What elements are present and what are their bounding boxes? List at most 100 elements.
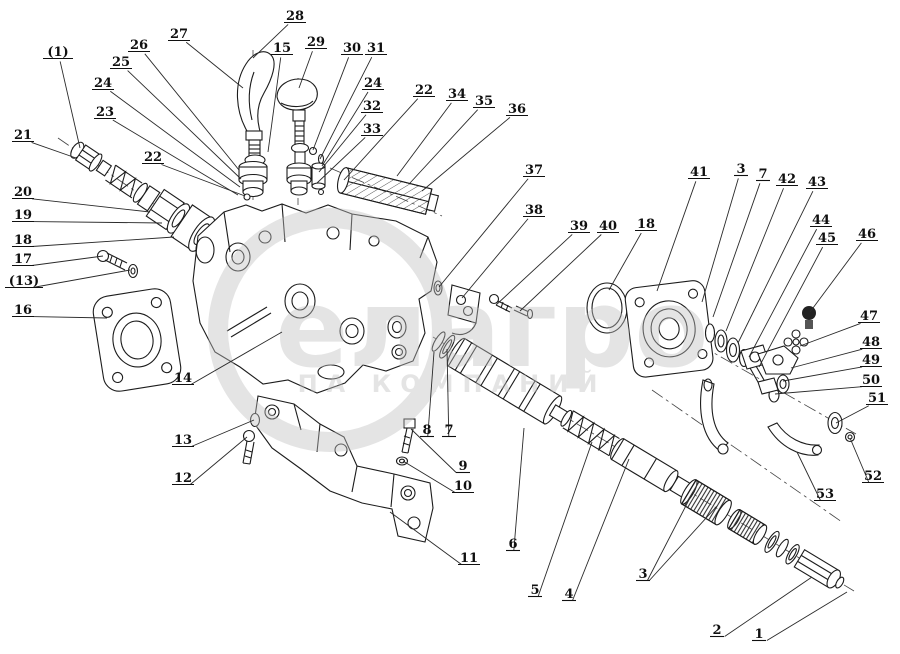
callout-39: 39 — [570, 219, 588, 234]
leader-24 — [110, 90, 241, 188]
leader-19 — [31, 221, 163, 224]
callout-51: 51 — [868, 391, 886, 406]
callout-31: 31 — [367, 41, 385, 56]
leader-24 — [321, 91, 369, 167]
callout-36: 36 — [508, 102, 526, 117]
washer-row — [704, 323, 750, 368]
callout-15: 15 — [273, 41, 291, 56]
leader-52 — [849, 437, 870, 483]
callout-5: 5 — [530, 583, 539, 598]
callout-52: 52 — [864, 469, 882, 484]
clamp-and-pins — [433, 280, 534, 336]
callout-49: 49 — [862, 353, 880, 368]
leader-48 — [790, 348, 863, 369]
callout-21: 21 — [14, 128, 32, 143]
end-washers — [827, 411, 856, 443]
callout-9: 9 — [458, 459, 467, 474]
leader-40 — [519, 234, 602, 312]
callout-50: 50 — [862, 373, 880, 388]
leader-43 — [737, 190, 814, 344]
callout-18: 18 — [14, 233, 32, 248]
leader-31 — [319, 56, 373, 160]
callout-13: 13 — [174, 433, 192, 448]
callout-10: 10 — [454, 479, 472, 494]
leader-51 — [835, 405, 870, 424]
callout-53: 53 — [816, 487, 834, 502]
leader-10 — [402, 460, 456, 493]
callout-45: 45 — [818, 231, 836, 246]
leader-29 — [298, 51, 313, 89]
leader-11 — [389, 511, 462, 565]
lever-arms — [700, 378, 823, 456]
callout-37: 37 — [525, 163, 543, 178]
callout-4: 4 — [564, 587, 573, 602]
callout-(13): (13) — [9, 274, 39, 289]
leader-44 — [748, 228, 818, 358]
leader-7 — [446, 348, 450, 437]
valve-knob — [276, 78, 318, 165]
callout-18: 18 — [637, 217, 655, 232]
callout-(1): (1) — [47, 45, 68, 60]
callout-34: 34 — [448, 87, 466, 102]
callout-7: 7 — [444, 423, 453, 438]
callout-8: 8 — [422, 423, 431, 438]
leader-50 — [774, 386, 863, 395]
main-spool-train — [431, 331, 845, 589]
callout-22: 22 — [415, 83, 433, 98]
leader-22 — [161, 164, 246, 197]
callout-38: 38 — [525, 203, 543, 218]
leader-6 — [513, 427, 525, 551]
leader-39 — [495, 234, 573, 306]
callout-22: 22 — [144, 150, 162, 165]
callout-43: 43 — [808, 175, 826, 190]
leader-25 — [127, 70, 242, 180]
callout-30: 30 — [343, 41, 361, 56]
leader-18 — [608, 232, 642, 291]
bonnet-stack-knob — [286, 162, 312, 196]
leader-7 — [712, 183, 761, 318]
callout-17: 17 — [14, 252, 32, 267]
callout-27: 27 — [170, 27, 188, 42]
leader-13 — [191, 419, 255, 447]
leader-36 — [421, 117, 511, 192]
callout-3: 3 — [638, 567, 647, 582]
callout-19: 19 — [14, 208, 32, 223]
leader-20 — [31, 198, 151, 213]
callout-24: 24 — [94, 76, 112, 91]
callout-29: 29 — [307, 35, 325, 50]
callout-26: 26 — [130, 38, 148, 53]
leader-28 — [252, 24, 289, 59]
leader-4 — [572, 458, 630, 601]
callout-25: 25 — [112, 55, 130, 70]
end-flange — [624, 280, 714, 378]
mounting-bracket — [253, 395, 434, 543]
parts-drawing — [70, 51, 856, 589]
callout-47: 47 — [860, 309, 878, 324]
leader-42 — [725, 188, 784, 332]
callout-16: 16 — [14, 303, 32, 318]
callout-33: 33 — [363, 122, 381, 137]
callout-41: 41 — [690, 165, 708, 180]
dark-knob — [802, 306, 816, 320]
leader-3 — [649, 505, 718, 581]
leader-8 — [427, 351, 435, 437]
leader-9 — [410, 428, 457, 473]
leader-27 — [185, 41, 244, 89]
callout-12: 12 — [174, 471, 192, 486]
leader-23 — [112, 119, 239, 196]
bracket-fasteners — [242, 412, 416, 466]
leader-15 — [267, 57, 282, 153]
leader-33 — [316, 137, 366, 184]
leader-5 — [537, 441, 593, 597]
callout-23: 23 — [96, 105, 114, 120]
callout-3: 3 — [736, 162, 745, 177]
leader-3 — [647, 491, 694, 581]
leader-38 — [461, 218, 529, 299]
leader-3 — [701, 178, 739, 303]
leader-14 — [190, 331, 283, 385]
leader-47 — [799, 323, 861, 347]
callout-1: 1 — [754, 627, 763, 642]
leader-46 — [809, 242, 862, 313]
